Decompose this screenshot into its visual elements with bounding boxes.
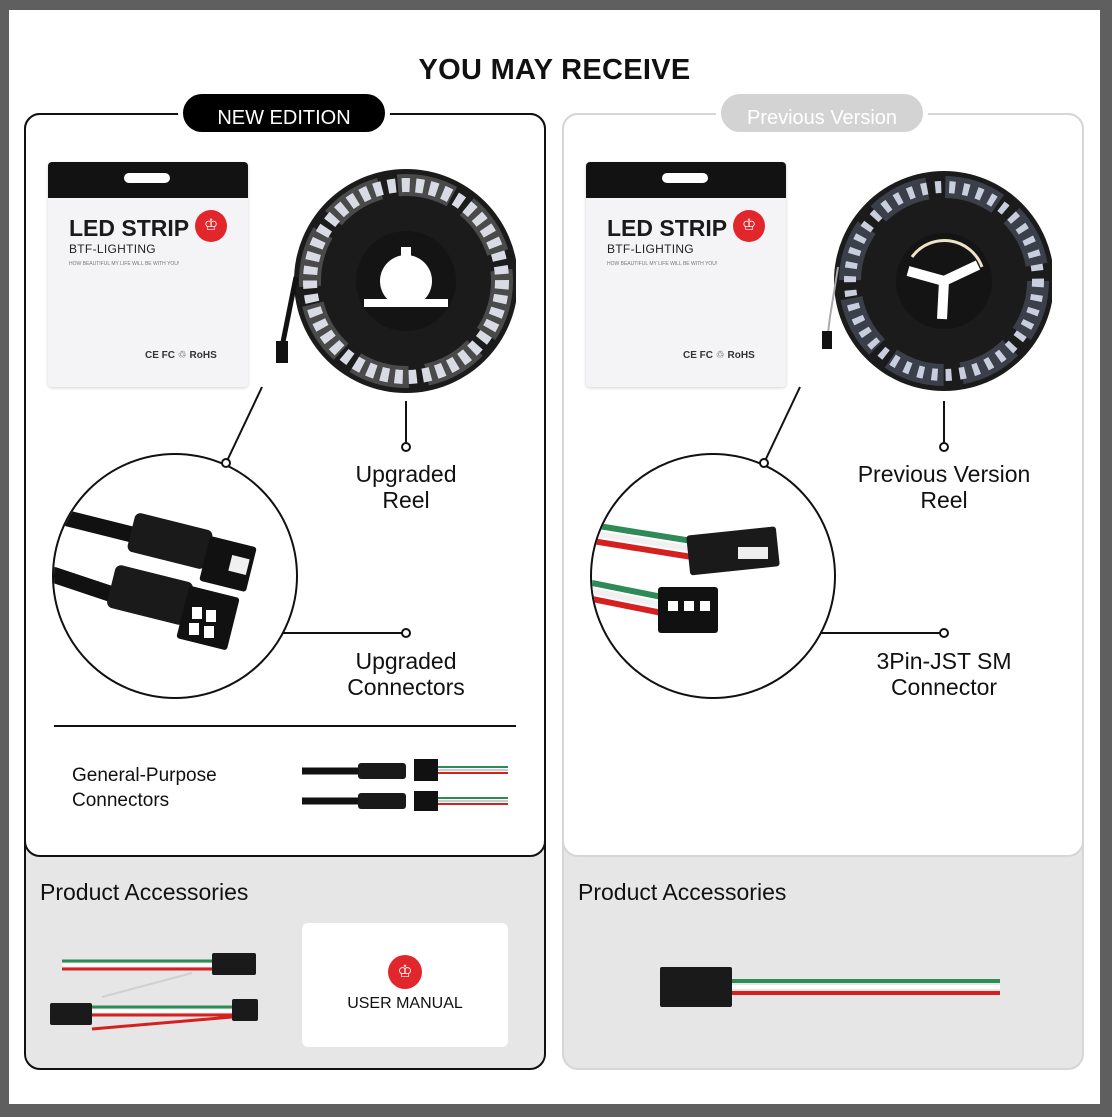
hang-hole bbox=[124, 173, 170, 183]
brand-logo-icon: ♔ bbox=[733, 210, 765, 242]
certification-marks: CE FC ♲ RoHS bbox=[145, 350, 217, 361]
pouch-title: LED STRIP bbox=[69, 215, 190, 241]
accessories-title: Product Accessories bbox=[578, 879, 787, 905]
pouch-title: LED STRIP bbox=[607, 215, 728, 241]
reel-label: Previous Version Reel bbox=[857, 461, 1031, 513]
pouch-brand: BTF-LIGHTING bbox=[607, 242, 694, 256]
general-purpose-connectors-image bbox=[302, 759, 508, 811]
callout-lines bbox=[221, 386, 411, 638]
user-manual-label: USER MANUAL bbox=[347, 995, 463, 1012]
previous-reel-image bbox=[822, 171, 1052, 391]
new-edition-contents: LED STRIP ♔ BTF-LIGHTING HOW BEAUTIFUL M… bbox=[24, 113, 546, 857]
accessories-title: Product Accessories bbox=[40, 879, 249, 905]
reel-label: Upgraded Reel bbox=[355, 461, 457, 513]
connector-label: Upgraded Connectors bbox=[347, 648, 465, 700]
product-infographic: YOU MAY RECEIVE Product Accessories ♔ US… bbox=[9, 10, 1100, 1104]
upgraded-connector-image bbox=[54, 507, 257, 650]
jst-connector-image bbox=[592, 522, 780, 633]
led-strip-pouch: LED STRIP ♔ BTF-LIGHTING HOW BEAUTIFUL M… bbox=[48, 162, 248, 387]
brand-logo-icon: ♔ bbox=[195, 210, 227, 242]
page-title: YOU MAY RECEIVE bbox=[418, 54, 691, 86]
certification-marks: CE FC ♲ RoHS bbox=[683, 350, 755, 361]
accessory-cables-image bbox=[50, 953, 258, 1031]
previous-version-badge: Previous Version bbox=[716, 89, 928, 137]
previous-version-panel: Product Accessories LED STRIP ♔ BTF-LIGH… bbox=[562, 89, 1084, 1070]
upgraded-reel-image bbox=[276, 169, 516, 393]
section-divider bbox=[54, 725, 516, 727]
led-strip-pouch: LED STRIP ♔ BTF-LIGHTING HOW BEAUTIFUL M… bbox=[586, 162, 786, 387]
user-manual-card: ♔ USER MANUAL bbox=[302, 923, 508, 1047]
brand-logo-icon: ♔ bbox=[388, 955, 422, 989]
general-purpose-label: General-Purpose Connectors bbox=[72, 765, 217, 811]
connector-label: 3Pin-JST SM Connector bbox=[876, 648, 1012, 700]
pouch-slogan: HOW BEAUTIFUL MY LIFE WILL BE WITH YOU! bbox=[69, 261, 180, 267]
new-edition-panel: Product Accessories ♔ USER MANUAL bbox=[24, 89, 546, 1070]
previous-version-contents: LED STRIP ♔ BTF-LIGHTING HOW BEAUTIFUL M… bbox=[562, 113, 1084, 857]
accessory-cable-image bbox=[660, 967, 1000, 1007]
callout-lines bbox=[759, 386, 949, 638]
hang-hole bbox=[662, 173, 708, 183]
pouch-slogan: HOW BEAUTIFUL MY LIFE WILL BE WITH YOU! bbox=[607, 261, 718, 267]
upgraded-connector-zoom bbox=[52, 453, 298, 699]
new-edition-badge: NEW EDITION bbox=[178, 89, 390, 137]
jst-connector-zoom bbox=[590, 453, 836, 699]
pouch-brand: BTF-LIGHTING bbox=[69, 242, 156, 256]
